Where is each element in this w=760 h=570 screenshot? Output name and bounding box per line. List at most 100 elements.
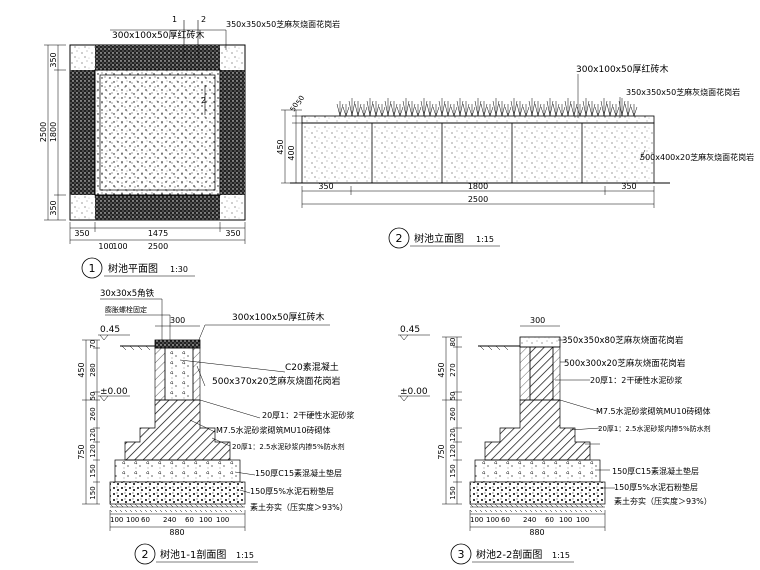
elevation-dim-bottom-total: 2500 (468, 195, 488, 204)
section1-title-circle (134, 543, 156, 565)
elevation-dim-bottom-3: 350 (621, 182, 636, 191)
section2-dim-b5: 60 (545, 516, 554, 524)
plan-dim-bottom-total: 2500 (148, 242, 168, 251)
section1-title: 树池1-1剖面图 (160, 548, 226, 561)
elevation-plants (336, 98, 638, 117)
plan-label-granite: 350x350x50芝麻灰烧面花岗岩 (226, 19, 340, 29)
section2-scale: 1:15 (552, 551, 570, 560)
elevation-label-coping: 350x350x50芝麻灰烧面花岗岩 (626, 87, 740, 97)
elevation-dim-left-2: 50 (295, 94, 306, 106)
plan-callout-1: 1 (172, 15, 177, 24)
section1-c15-bed (114, 459, 241, 483)
section1-label-brick: M7.5水泥砂浆砌筑MU10砖砌体 (216, 425, 331, 435)
plan-soil-area (94, 69, 221, 196)
section1-scale: 1:15 (236, 551, 254, 560)
plan-dim-bottom-1: 350 (74, 229, 89, 238)
elevation-dim-left-3: 400 (287, 145, 296, 160)
plan-title: 树池平面图 (108, 262, 158, 275)
tree-pit-section-2: 300 0.45 ±0.00 80 270 50 260 120 120 150… (398, 316, 712, 565)
section2-title: 树池2-2剖面图 (476, 548, 542, 561)
section2-label-c15: 150厚C15素混凝土垫层 (612, 466, 699, 476)
section1-dim-l7: 150 (89, 464, 97, 477)
section1-dims-bottom (109, 510, 246, 531)
section1-dim-b7: 100 (216, 516, 229, 524)
section1-level-top: 0.45 (100, 325, 120, 335)
section2-dim-total-b: 750 (437, 444, 446, 459)
section2-soil (470, 504, 605, 512)
section2-dim-b1: 100 (470, 516, 483, 524)
plan-dims-left (44, 44, 66, 221)
section2-label-waterproof: 20厚1：2.5水泥砂浆内掺5%防水剂 (598, 424, 711, 433)
section1-soil (110, 504, 245, 512)
elevation-title: 树池立面图 (414, 232, 464, 245)
section2-dim-b7: 100 (576, 516, 589, 524)
section2-dim-l5: 120 (449, 428, 457, 441)
tree-pit-elevation: 300x100x50厚红砖木 350x350x50芝麻灰烧面花岗岩 500x40… (276, 63, 754, 249)
section1-label-granite: 500x370x20芝麻灰烧面花岗岩 (212, 375, 340, 387)
section1-dim-b3: 60 (141, 516, 150, 524)
section2-dim-l1: 80 (449, 338, 457, 347)
plan-label-wood: 300x100x50厚红砖木 (112, 29, 204, 41)
section2-title-num: 3 (458, 548, 465, 561)
section1-dim-b2: 100 (126, 516, 139, 524)
plan-dim-bottom-2: 1475 (148, 229, 168, 238)
elevation-title-num: 2 (396, 232, 403, 245)
plan-brick-right (220, 70, 245, 195)
section2-label-coping: 350x350x80芝麻灰烧面花岗岩 (562, 335, 684, 346)
elevation-label-face: 500x400x20芝麻灰烧面花岗岩 (640, 152, 754, 162)
section2-label-mortar: 20厚1：2干硬性水泥砂浆 (590, 375, 682, 385)
section2-dim-b-total: 880 (529, 528, 544, 537)
section2-level-top: 0.45 (400, 325, 420, 335)
section2-dim-l6: 120 (449, 444, 457, 457)
section1-label-c20: C20素混凝土 (285, 361, 339, 373)
tree-pit-section-1: 30x30x5角铁 膨胀螺栓固定 300 0.45 ±0.00 70 (77, 288, 354, 565)
section1-dim-l4: 260 (89, 407, 97, 420)
section2-c15-bed (474, 459, 601, 483)
elevation-scale: 1:15 (476, 235, 494, 244)
plan-callout-2: 2 (201, 15, 206, 24)
elevation-wall (301, 122, 655, 184)
section2-dim-b3: 60 (501, 516, 510, 524)
plan-title-circle (81, 257, 103, 279)
section2-label-soil: 素土夯实（压实度＞93%） (614, 496, 712, 506)
elevation-coping (301, 115, 655, 124)
section2-dim-b6: 100 (559, 516, 572, 524)
section1-label-wood: 300x100x50厚红砖木 (232, 311, 324, 323)
elevation-dim-bottom-1: 350 (318, 182, 333, 191)
section1-dim-total-a: 450 (77, 362, 86, 377)
section2-dim-l4: 260 (449, 407, 457, 420)
section1-dim-b5: 60 (185, 516, 194, 524)
elevation-dims-bottom (301, 186, 655, 208)
section2-label-granite: 500x300x20芝麻灰烧面花岗岩 (564, 358, 686, 369)
section1-brick-footing (124, 399, 231, 461)
section2-dim-total-a: 450 (437, 362, 446, 377)
section1-dim-b6: 100 (199, 516, 212, 524)
section2-dim-l7: 150 (449, 464, 457, 477)
section2-label-brick: M7.5水泥砂浆砌筑MU10砖砌体 (596, 406, 711, 416)
tree-pit-plan: 300x100x50厚红砖木 350x350x50芝麻灰烧面花岗岩 1 2 2 … (39, 15, 340, 279)
section1-cap (154, 339, 201, 349)
section1-dim-total-b: 750 (77, 444, 86, 459)
section1-label-cement: 150厚5%水泥石粉垫层 (250, 486, 334, 496)
section1-dim-l3: 50 (89, 392, 97, 401)
section1-dim-b-total: 880 (169, 528, 184, 537)
plan-dim-bottom-3: 350 (225, 229, 240, 238)
plan-callout-2b: 2 (201, 96, 206, 105)
section2-gravel-bed (469, 481, 606, 505)
section1-label-soil: 素土夯实（压实度＞93%） (250, 502, 348, 512)
plan-brick-top (95, 45, 220, 70)
elevation-dim-left-1: 50 (289, 101, 300, 113)
section2-dim-b4: 240 (523, 516, 536, 524)
section1-label-waterproof: 20厚1：2.5水泥砂浆内掺5%防水剂 (232, 442, 345, 451)
plan-dim-left-1: 350 (49, 52, 58, 67)
section1-dims-left (82, 339, 100, 505)
plan-dim-left-total: 2500 (39, 122, 48, 142)
section1-title-num: 2 (142, 548, 149, 561)
plan-dims-bottom (69, 222, 246, 244)
section1-dim-l8: 150 (89, 486, 97, 499)
section1-leaders (179, 324, 330, 494)
section1-dim-l5: 120 (89, 428, 97, 441)
section2-brick-footing (484, 399, 591, 461)
plan-scale: 1:30 (170, 265, 188, 274)
section2-brick (529, 346, 554, 401)
